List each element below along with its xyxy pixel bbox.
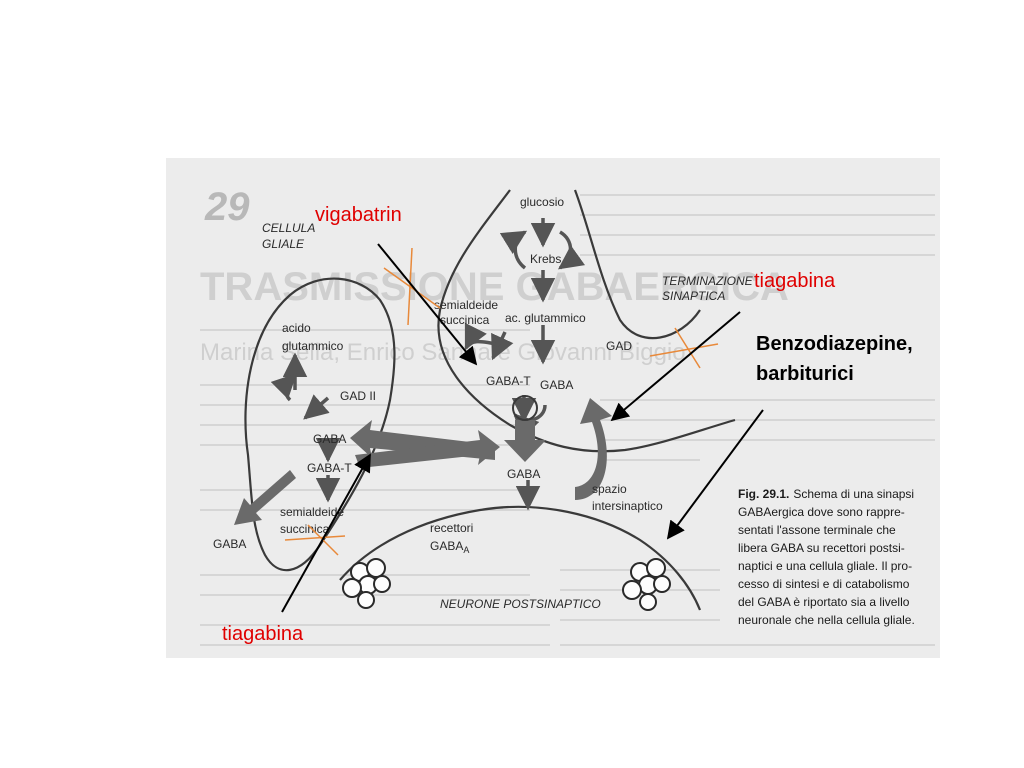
gaba-left-label: GABA [213, 537, 246, 551]
gaba-t-glial-label: GABA-T [307, 461, 352, 475]
cross-mark-vigabatrin [383, 247, 441, 326]
gaba-reuptake-curve-arrow [575, 398, 612, 500]
gad-ii-label: GAD II [340, 389, 376, 403]
gaba-vesicle [512, 395, 538, 421]
caption-line-1: Fig. 29.1.Schema di una sinapsi [738, 487, 914, 501]
vesicle-cluster-right [622, 558, 671, 611]
cellula-gliale-label-1: CELLULA [262, 221, 315, 235]
tiagabina-top-arrow [610, 311, 741, 422]
cellula-gliale-label-2: GLIALE [262, 237, 305, 251]
background-body-lines [200, 194, 935, 646]
caption-line-8: neuronale che nella cellula gliale. [738, 613, 915, 627]
glucosio-label: glucosio [520, 195, 564, 209]
cell-outlines [244, 189, 736, 611]
caption-line-6: cesso di sintesi e di catabolismo [738, 577, 910, 591]
chapter-number: 29 [204, 185, 250, 229]
transport-arrows [234, 398, 612, 525]
gad-label: GAD [606, 339, 632, 353]
figure-caption: Fig. 29.1.Schema di una sinapsi GABAergi… [738, 487, 915, 627]
caption-label: Fig. 29.1. [738, 487, 789, 501]
background-page-text: 29 TRASMISSIONE GABAERGICA Marina Sella,… [200, 185, 935, 646]
postsynaptic-neuron-outline [339, 505, 702, 611]
semialdeide-glial-label-1: semialdeide [280, 505, 344, 519]
benzodiazepine-label-1: Benzodiazepine, [756, 333, 913, 355]
benzodiazepine-label-2: barbiturici [756, 363, 854, 385]
caption-line-4: libera GABA su recettori postsi- [738, 541, 905, 555]
tiagabina-bottom-label: tiagabina [222, 623, 304, 645]
gaba-t-top-label: GABA-T [486, 374, 531, 388]
gaba-center-label: GABA [507, 467, 540, 481]
recettori-label-2: GABAA [430, 539, 469, 555]
tiagabina-top-label: tiagabina [754, 270, 836, 292]
terminazione-label-1: TERMINAZIONE [662, 274, 754, 288]
semialdeide-label-2: succinica [440, 313, 490, 327]
diagram-labels: CELLULA GLIALE TERMINAZIONE SINAPTICA NE… [213, 195, 754, 611]
semialdeide-label-1: semialdeide [434, 298, 498, 312]
recettori-label-1: recettori [430, 521, 473, 535]
acido-label-1: acido [282, 321, 311, 335]
glial-cell-outline [244, 277, 396, 572]
gaba-glial-label: GABA [313, 432, 346, 446]
glia-gaba-export-arrow [355, 430, 500, 468]
caption-line-3: sentati l'assone terminale che [738, 523, 896, 537]
gaba-down-arrow [504, 420, 546, 462]
vesicle-cluster-left [342, 558, 391, 609]
caption-line-2: GABAergica dove sono rappre- [738, 505, 905, 519]
neurone-postsinaptico-label: NEURONE POSTSINAPTICO [440, 597, 601, 611]
benzodiazepine-arrow [666, 409, 764, 540]
semialdeide-glial-label-2: succinica [280, 522, 330, 536]
annotation-arrows [281, 243, 764, 613]
spazio-label-1: spazio [592, 482, 627, 496]
glial-gaba-out-arrow [234, 470, 296, 525]
spazio-label-2: intersinaptico [592, 499, 663, 513]
vigabatrin-arrow [377, 243, 478, 366]
acido-label-2: glutammico [282, 339, 344, 353]
ac-glutammico-label: ac. glutammico [505, 311, 586, 325]
caption-line-5: naptici e una cellula gliale. Il pro- [738, 559, 912, 573]
cross-mark-tiagabina-top [649, 327, 719, 369]
tiagabina-bottom-arrow [281, 453, 371, 613]
presynaptic-terminal-outline-right [573, 189, 701, 340]
gaba-top-label: GABA [540, 378, 573, 392]
caption-line-7: del GABA è riportato sia a livello [738, 595, 910, 609]
terminazione-label-2: SINAPTICA [662, 289, 725, 303]
krebs-label: Krebs [530, 252, 561, 266]
chapter-heading: TRASMISSIONE GABAERGICA [200, 265, 789, 309]
presynaptic-terminal-outline [437, 189, 736, 453]
vigabatrin-label: vigabatrin [315, 204, 402, 226]
